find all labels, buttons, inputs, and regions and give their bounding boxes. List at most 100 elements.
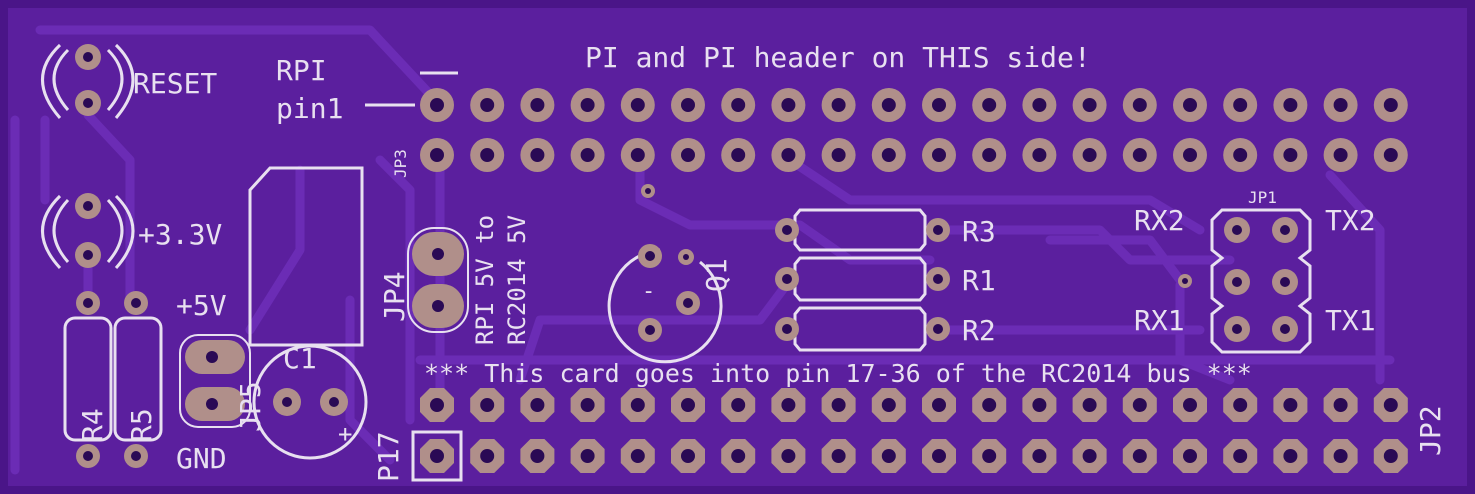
copper-traces: [10, 25, 1395, 475]
pi-header-pad-hole: [1283, 98, 1298, 112]
pi-header-pad-hole: [430, 98, 444, 112]
bus-header-pad-hole: [1383, 449, 1398, 463]
header-note-label: PI and PI header on THIS side!: [585, 41, 1091, 74]
jumper-jp4-footprint[interactable]: [407, 227, 469, 333]
bus-header-pad-hole: [881, 398, 896, 412]
pi-header-pad-hole: [831, 148, 846, 162]
pi-header-pad-hole: [1383, 98, 1398, 112]
jumper-jp5-footprint[interactable]: [179, 334, 251, 428]
bus-header-pad-hole: [1383, 398, 1398, 412]
pi-header-pad-hole: [580, 98, 595, 112]
pi-header-pad-hole: [982, 148, 997, 162]
rpi-label: RPI: [276, 54, 327, 87]
bus-header-pad-hole: [1233, 398, 1248, 412]
bus-header-pad-hole: [1183, 449, 1197, 463]
pi-header-pad-hole: [1233, 148, 1248, 162]
c1-plus-label: +: [338, 420, 352, 448]
bus-header-pad-hole: [480, 398, 495, 412]
bus-header-pad-hole: [530, 398, 545, 412]
bus-header-pad-hole: [731, 449, 746, 463]
resistor-r4-footprint: [63, 291, 113, 468]
pi-header-pad-hole: [1183, 148, 1197, 162]
v33-label: +3.3V: [138, 218, 222, 251]
pi-header-pad-hole: [1032, 98, 1047, 112]
pi-header-pad-hole: [1383, 148, 1398, 162]
pi-header-pad-hole: [1233, 98, 1248, 112]
jp5-label: JP5: [234, 381, 267, 432]
pi-header-pad-hole: [1132, 148, 1147, 162]
bus-header-pad-hole: [1132, 449, 1147, 463]
jp3-label: JP3: [391, 149, 410, 178]
r4-label: R4: [76, 408, 109, 442]
pin17-square-marker: [411, 430, 463, 482]
r3-label: R3: [962, 215, 996, 248]
rx1-label: RX1: [1134, 304, 1185, 337]
bus-header-pad-hole: [1233, 449, 1248, 463]
pi-header-pad-hole: [530, 98, 545, 112]
bus-header-pad-hole: [831, 398, 846, 412]
jumper-jp1-footprint[interactable]: [1178, 208, 1312, 354]
pi-header-pad-hole: [1132, 98, 1147, 112]
bus-header-pad-hole: [1183, 398, 1197, 412]
tx1-label: TX1: [1325, 304, 1376, 337]
pi-header-pad-hole: [932, 98, 946, 112]
bus-header-pad-hole: [1082, 398, 1097, 412]
bus-header-pad-hole: [630, 449, 645, 463]
pi-header-pad-hole: [1082, 98, 1097, 112]
bus-header-pad-hole: [681, 398, 695, 412]
pi-header-pad-hole: [881, 98, 896, 112]
reset-button-footprint[interactable]: [41, 43, 135, 119]
pi-header-pad-hole: [1032, 148, 1047, 162]
bus-header-pad-hole: [1333, 449, 1348, 463]
bus-header-pad-hole: [1032, 398, 1047, 412]
bus-header-pad-hole: [932, 449, 946, 463]
bus-header-pad-hole: [480, 449, 495, 463]
bus-header-pad-hole: [881, 449, 896, 463]
pi-header-pad-hole: [881, 148, 896, 162]
resistor-r5-footprint: [113, 291, 163, 468]
bus-header-pad-hole: [1283, 449, 1298, 463]
pi-header-pad-hole: [731, 148, 746, 162]
pi-header-pad-hole: [480, 98, 495, 112]
r1-label: R1: [962, 264, 996, 297]
bus-header-pad-hole: [1032, 449, 1047, 463]
pi-header-pad-hole: [982, 98, 997, 112]
regulator-outline: [248, 166, 364, 347]
rc2014-bus-header-jp2[interactable]: [420, 388, 1408, 473]
jp2-label: JP2: [1414, 405, 1447, 456]
bus-note-label: *** This card goes into pin 17-36 of the…: [424, 359, 1252, 388]
bus-header-pad-hole: [831, 449, 846, 463]
led-3v3-footprint: [41, 193, 135, 270]
pi-header-pad-hole: [1082, 148, 1097, 162]
pi-header-pad-hole: [1283, 148, 1298, 162]
bus-header-pad-hole: [530, 449, 545, 463]
capacitor-c1-footprint: [252, 344, 368, 460]
pi-header-pad-hole: [630, 148, 645, 162]
pi-header-pad-hole: [480, 148, 495, 162]
bus-header-pad-hole: [580, 398, 595, 412]
bus-header-pad-hole: [630, 398, 645, 412]
bus-header-pad-hole: [781, 449, 796, 463]
p17-label: P17: [372, 431, 405, 482]
tx2-label: TX2: [1325, 204, 1376, 237]
bus-header-pad-hole: [731, 398, 746, 412]
pi-header-pad-hole: [932, 148, 946, 162]
pi-header-pad-hole: [831, 98, 846, 112]
pi-header-pad-hole: [1333, 98, 1348, 112]
pi-header-pad-hole: [430, 148, 444, 162]
transistor-q1-footprint: [607, 184, 723, 364]
rc2014-5v-label: RC2014 5V: [503, 215, 531, 345]
r2-label: R2: [962, 314, 996, 347]
pi-header-pad-hole: [1183, 98, 1197, 112]
resistor-r3-footprint: [775, 208, 950, 252]
resistor-r2-footprint: [775, 306, 950, 352]
q1-label: Q1: [700, 258, 733, 292]
rx2-label: RX2: [1134, 204, 1185, 237]
pi-header-jp3[interactable]: [420, 88, 1408, 172]
bus-header-pad-hole: [1333, 398, 1348, 412]
bus-header-pad-hole: [580, 449, 595, 463]
resistor-r1-footprint: [775, 256, 950, 302]
pi-header-pad-hole: [731, 98, 746, 112]
gnd-label: GND: [176, 442, 227, 475]
